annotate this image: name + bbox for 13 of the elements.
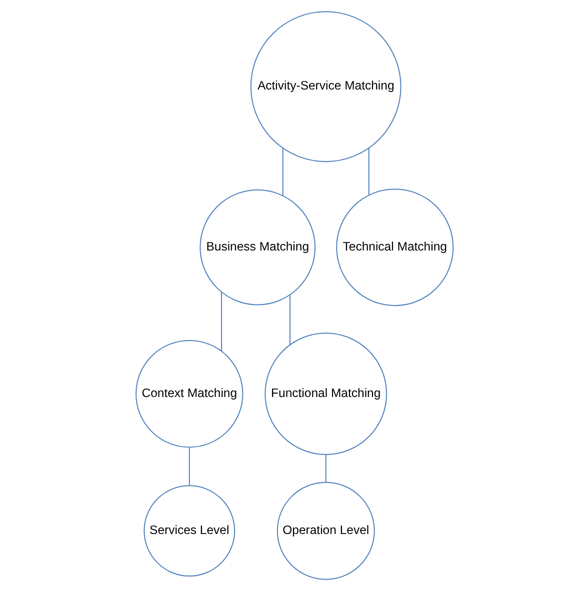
connector xyxy=(282,148,283,196)
node-circle: Activity-Service Matching xyxy=(250,11,401,162)
node-circle: Context Matching xyxy=(135,340,243,448)
connector xyxy=(324,454,326,483)
node-circle: Business Matching xyxy=(199,189,316,306)
connector xyxy=(288,294,290,346)
node-circle: Functional Matching xyxy=(264,332,387,456)
node-circle: Technical Matching xyxy=(336,188,454,306)
connector xyxy=(368,148,369,196)
node-circle: Services Level xyxy=(143,485,235,577)
node-circle: Operation Level xyxy=(276,482,374,580)
connector xyxy=(188,446,190,486)
connector xyxy=(220,291,222,352)
